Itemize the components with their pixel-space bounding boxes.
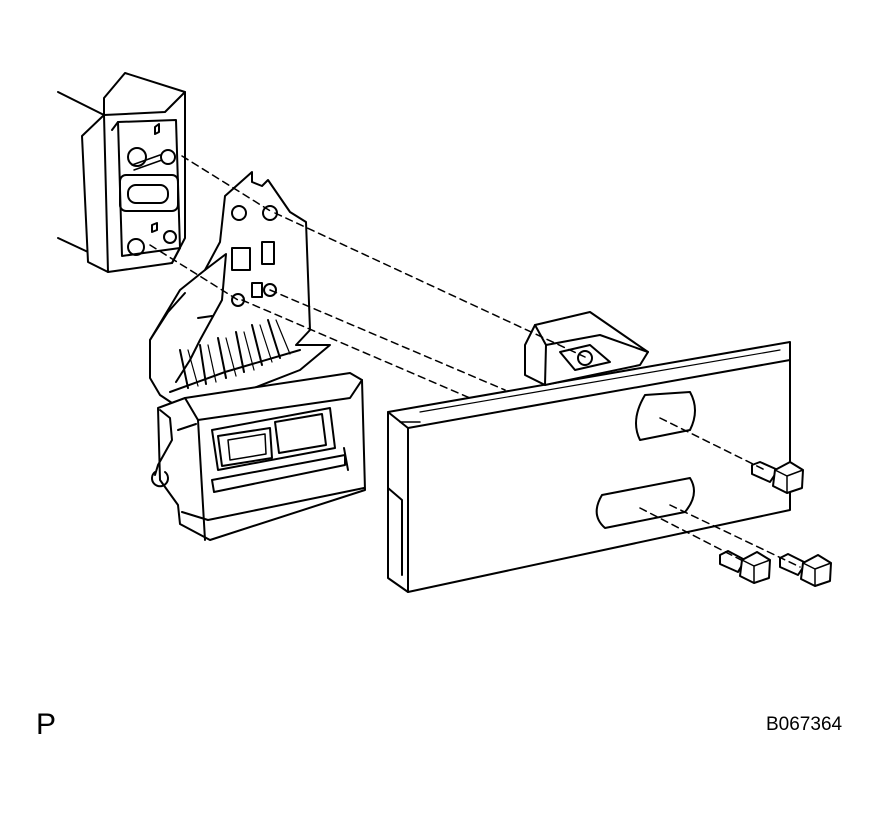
view-letter: P <box>36 708 57 741</box>
ecu-module-icon <box>152 373 365 540</box>
frame-rail-icon <box>388 312 790 592</box>
vehicle-body-bracket-icon <box>58 73 185 272</box>
ecu-bracket-icon <box>150 172 330 415</box>
figure-code: B067364 <box>766 714 843 735</box>
bolt-icon <box>720 551 770 583</box>
alignment-lines <box>150 156 800 567</box>
bolt-icon <box>780 554 831 586</box>
